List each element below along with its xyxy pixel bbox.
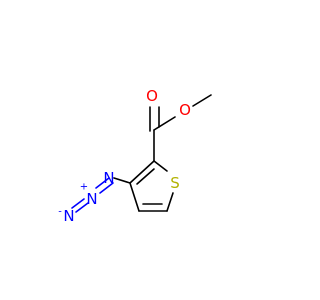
bond-n-n-2a <box>75 202 89 213</box>
atom-n-middle: N <box>86 190 97 208</box>
atom-sulfur: S <box>170 174 180 192</box>
bond-methyl-o <box>192 94 212 107</box>
bond-c3-c2-inner <box>136 168 155 185</box>
bond-o-carbonyl-c <box>153 116 176 131</box>
atom-n-inner: N <box>103 169 114 187</box>
atom-o-carbonyl: O <box>146 87 158 105</box>
atom-n-outer: N <box>63 207 74 225</box>
bond-s-c5 <box>166 192 174 212</box>
bond-c2-s <box>153 160 168 172</box>
molecule-structure: O O S N N + N - <box>58 87 212 225</box>
charge-n-outer: - <box>58 207 62 218</box>
bond-n-n-2b <box>71 198 85 209</box>
bond-c3-n <box>113 177 131 184</box>
charge-n-middle: + <box>80 182 88 193</box>
bond-n-n-1a <box>99 182 114 194</box>
bond-n-n-1b <box>95 177 110 189</box>
bond-c3-c2 <box>129 160 155 184</box>
atom-o-methoxy: O <box>179 101 191 119</box>
bond-c4-c3 <box>129 182 140 212</box>
